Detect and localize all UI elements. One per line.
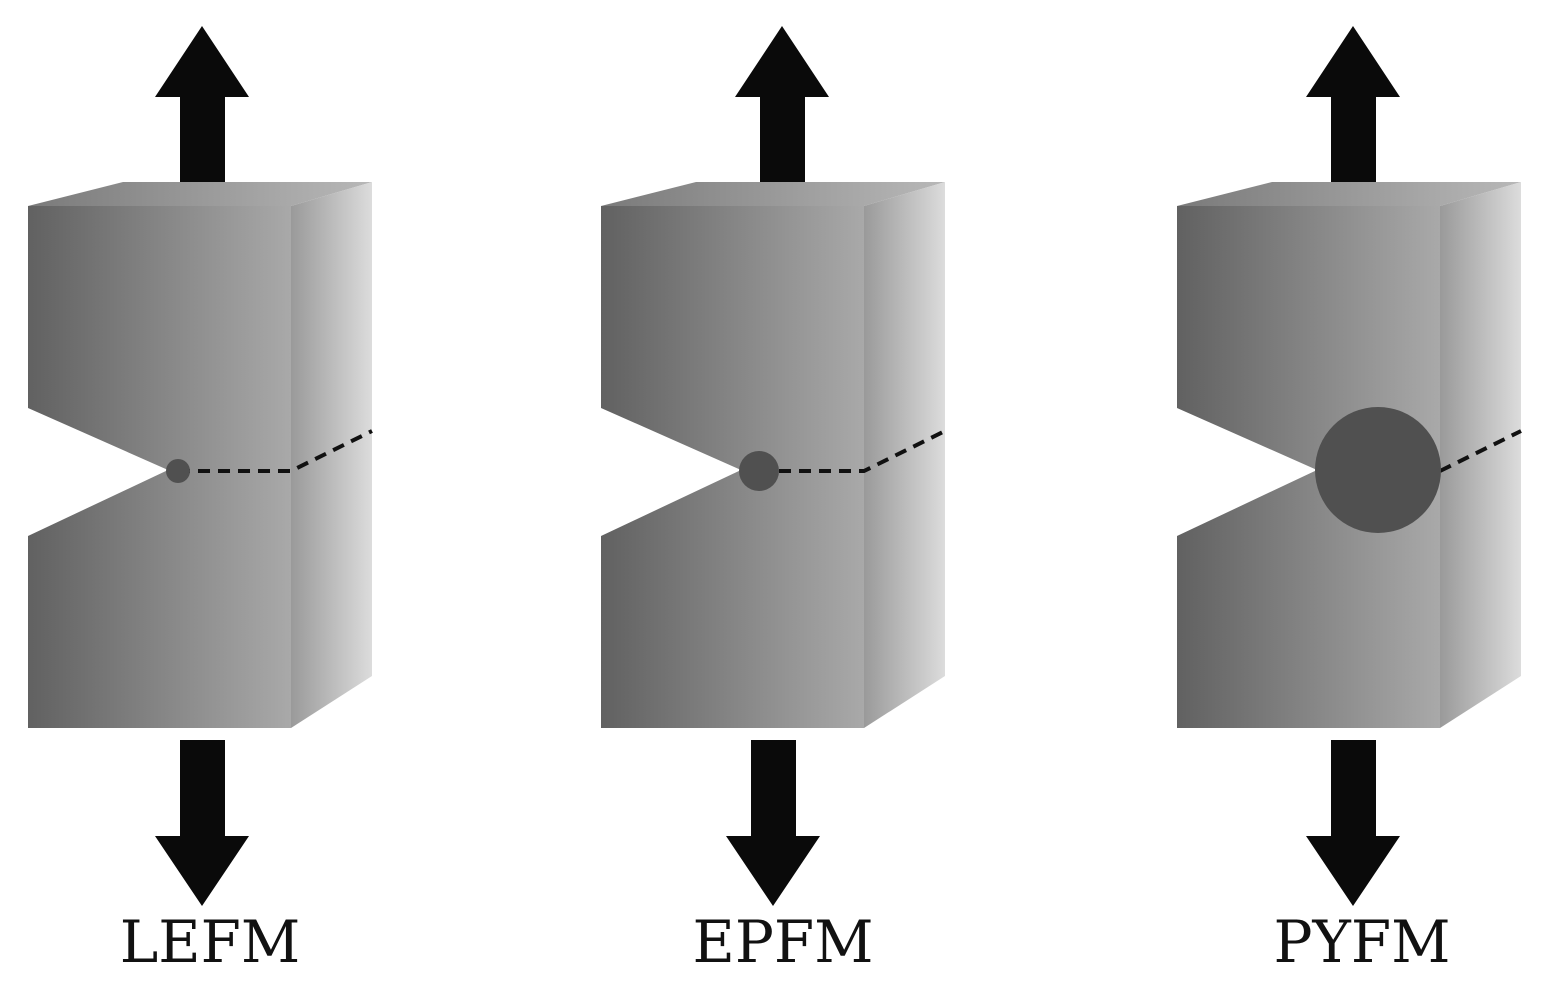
specimen-epfm: EPFM — [601, 26, 946, 976]
plastic-zone — [166, 459, 190, 483]
specimen-side-face — [291, 182, 372, 728]
arrow-up — [1306, 26, 1400, 192]
arrow-down — [155, 740, 249, 906]
crack-path — [759, 429, 946, 473]
specimen-label: EPFM — [693, 908, 874, 976]
specimen-front-face — [1177, 206, 1440, 728]
specimen-side-face — [1440, 182, 1521, 728]
arrow-up — [735, 26, 829, 192]
crack-path — [1439, 429, 1522, 473]
specimen-label: LEFM — [120, 908, 301, 976]
arrow-up — [155, 26, 249, 192]
specimen-lefm: LEFM — [28, 26, 373, 976]
specimen-top-face — [1177, 182, 1521, 206]
arrow-down — [1306, 740, 1400, 906]
specimen-side-face — [864, 182, 945, 728]
specimen-front-face — [28, 206, 291, 728]
arrow-down — [726, 740, 820, 906]
specimen-pyfm: PYFM — [1177, 26, 1522, 976]
plastic-zone — [739, 451, 779, 491]
plastic-zone — [1315, 407, 1441, 533]
specimen-top-face — [28, 182, 372, 206]
specimen-label: PYFM — [1274, 908, 1451, 976]
specimen-front-face — [601, 206, 864, 728]
specimen-top-face — [601, 182, 945, 206]
